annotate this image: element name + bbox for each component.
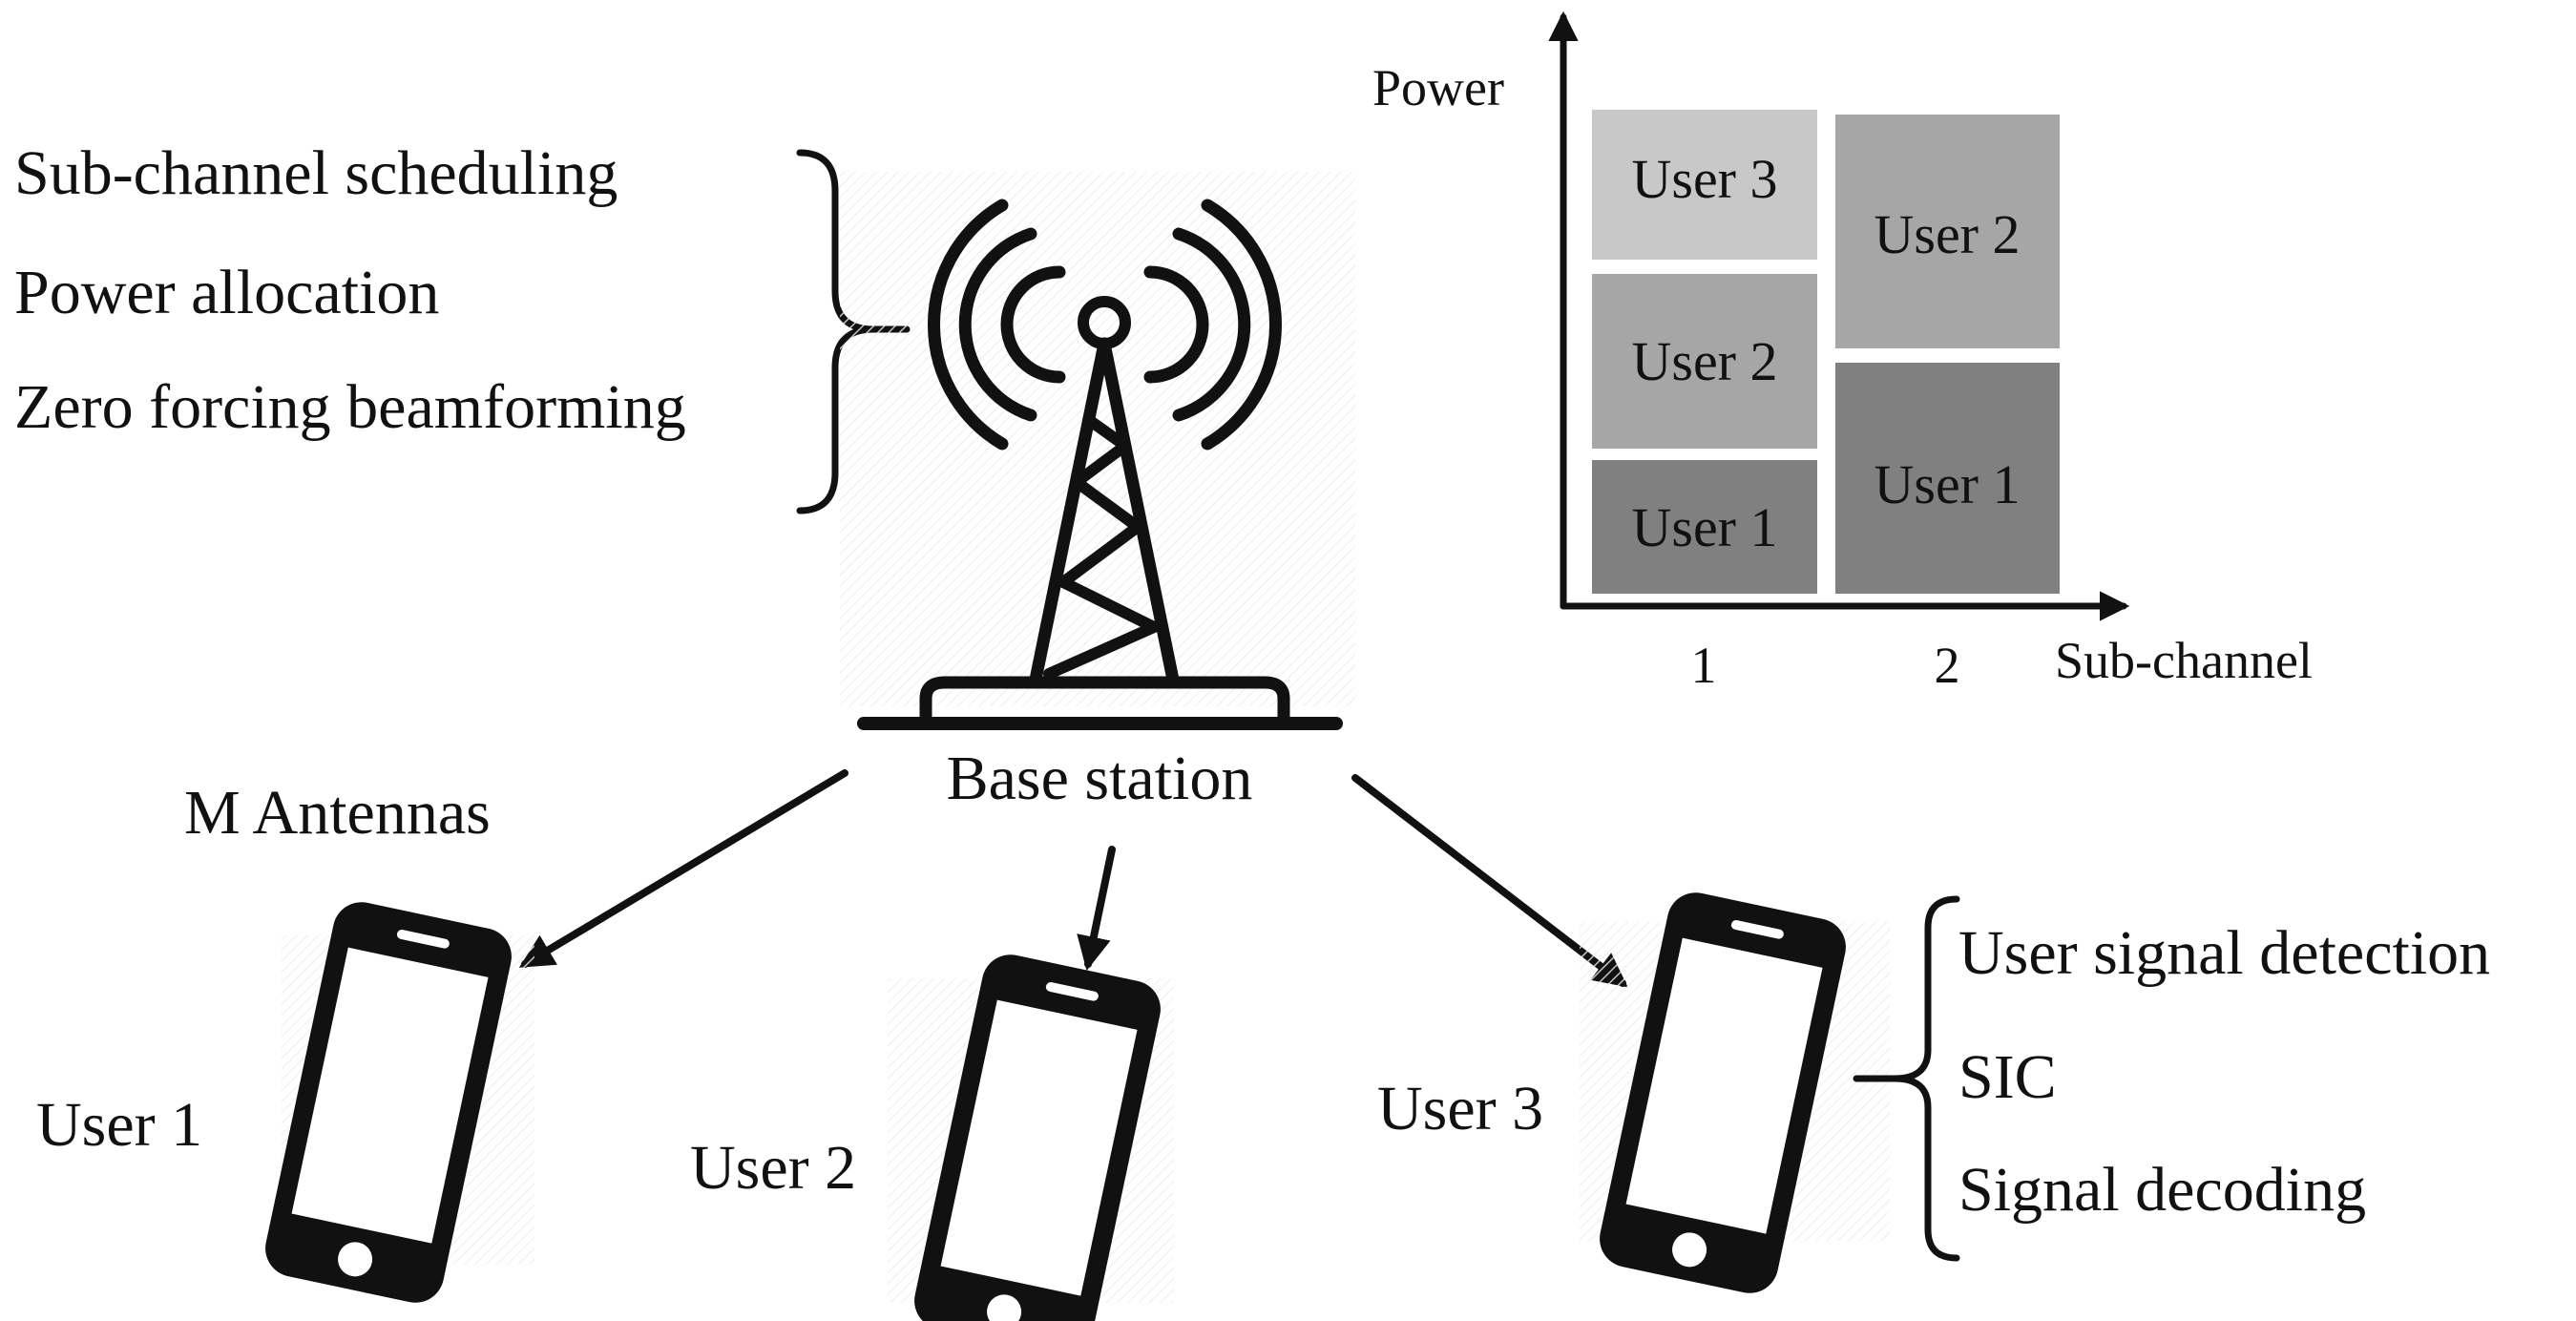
user-functions-brace — [1891, 895, 1960, 1262]
allocation-block-label: User 2 — [1874, 203, 2020, 265]
bs-function-label: Zero forcing beamforming — [14, 372, 686, 442]
user-2-label: User 2 — [690, 1133, 856, 1203]
bs-function-label: Sub-channel scheduling — [14, 138, 618, 208]
base-station-functions: Sub-channel scheduling Power allocation … — [14, 138, 911, 514]
allocation-block-sc1-user1 — [1592, 460, 1817, 594]
user-functions: User signal detection SIC Signal decodin… — [1853, 895, 2490, 1262]
base-station: Base station — [840, 172, 1355, 813]
allocation-block-sc2-user1 — [1835, 363, 2060, 594]
user-function-label: SIC — [1958, 1042, 2057, 1112]
allocation-block-sc2-user2 — [1835, 115, 2060, 348]
allocation-block-label: User 2 — [1631, 330, 1777, 392]
arrow-to-user-1 — [518, 769, 848, 968]
user-function-label: Signal decoding — [1958, 1155, 2366, 1225]
user-3: User 3 — [1377, 887, 1890, 1299]
user-1: User 1 — [36, 896, 534, 1309]
base-station-label: Base station — [947, 744, 1253, 813]
arrow-to-user-2 — [1077, 846, 1116, 972]
user-1-label: User 1 — [36, 1090, 202, 1160]
arrow-to-user-3 — [1351, 774, 1628, 988]
tower-hatch-background — [840, 172, 1355, 706]
antenna-tower-icon — [857, 296, 1343, 730]
bs-function-label: Power allocation — [14, 258, 439, 327]
allocation-block-sc1-user2 — [1592, 274, 1817, 449]
user-function-label: User signal detection — [1958, 918, 2490, 988]
downlink-arrows — [518, 769, 1628, 988]
x-tick-label: 2 — [1935, 637, 1960, 694]
allocation-chart: Power Sub-channel 1 2 User 1 User 2 User… — [1372, 10, 2313, 694]
user-3-label: User 3 — [1377, 1074, 1543, 1143]
signal-waves-icon — [928, 199, 1282, 451]
allocation-block-label: User 1 — [1631, 496, 1777, 558]
subchannel-axis-label: Sub-channel — [2055, 632, 2313, 689]
allocation-block-label: User 3 — [1631, 148, 1777, 210]
antennas-label: M Antennas — [184, 778, 491, 848]
x-tick-label: 1 — [1691, 637, 1717, 694]
allocation-block-sc1-user3 — [1592, 110, 1817, 260]
allocation-block-label: User 1 — [1874, 453, 2020, 515]
user-2: User 2 — [690, 949, 1174, 1321]
power-axis-label: Power — [1372, 59, 1504, 116]
